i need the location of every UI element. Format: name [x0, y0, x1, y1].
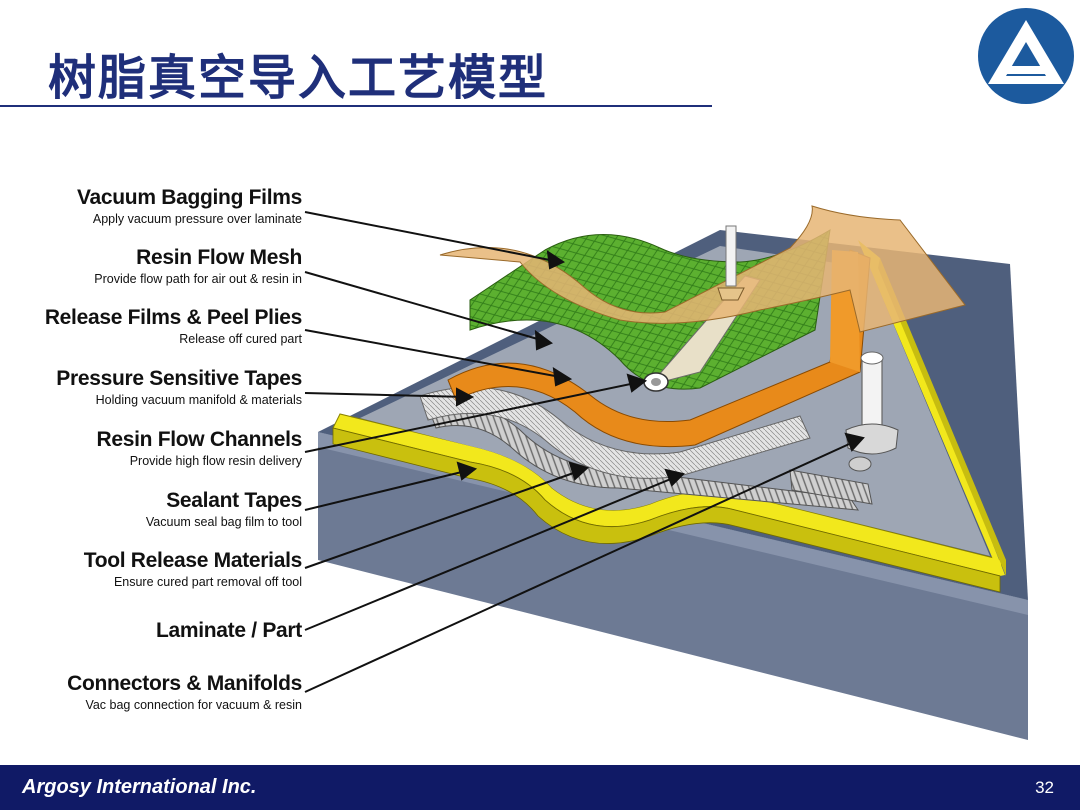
label-release-films: Release Films & Peel Plies Release off c…: [45, 306, 302, 346]
label-heading: Release Films & Peel Plies: [44, 306, 302, 329]
label-subtext: Provide high flow resin delivery: [129, 454, 302, 468]
label-resin-flow-mesh: Resin Flow Mesh Provide flow path for ai…: [94, 246, 302, 286]
label-vacuum-bagging-films: Vacuum Bagging Films Apply vacuum pressu…: [77, 186, 302, 226]
label-heading: Resin Flow Channels: [96, 428, 303, 451]
label-heading: Resin Flow Mesh: [136, 246, 302, 269]
label-heading: Sealant Tapes: [166, 489, 302, 512]
label-subtext: Holding vacuum manifold & materials: [95, 393, 302, 407]
label-sealant-tapes: Sealant Tapes Vacuum seal bag film to to…: [146, 489, 302, 529]
leader-lines: [304, 211, 865, 693]
laminate-layer: [419, 386, 811, 479]
label-heading: Connectors & Manifolds: [67, 672, 302, 695]
label-connectors-manifolds: Connectors & Manifolds Vac bag connectio…: [67, 672, 302, 712]
page-number: 32: [1035, 778, 1054, 797]
footer-bar: Argosy International Inc. 32: [0, 765, 1080, 810]
resin-inlet-connector: [717, 225, 745, 301]
label-subtext: Provide flow path for air out & resin in: [94, 272, 302, 286]
label-heading: Pressure Sensitive Tapes: [56, 367, 302, 390]
label-laminate-part: Laminate / Part: [156, 619, 302, 643]
label-subtext: Vac bag connection for vacuum & resin: [85, 698, 302, 712]
label-heading: Vacuum Bagging Films: [76, 186, 302, 209]
label-heading: Laminate / Part: [155, 619, 302, 642]
vacuum-outlet-connector: [845, 351, 899, 472]
title-rule: [0, 105, 712, 107]
vacuum-bagging-film: [439, 205, 966, 333]
label-heading: Tool Release Materials: [83, 549, 303, 572]
label-pressure-sensitive-tapes: Pressure Sensitive Tapes Holding vacuum …: [56, 367, 302, 407]
company-name: Argosy International Inc.: [22, 776, 257, 798]
page-title: 树脂真空导入工艺模型: [48, 50, 549, 106]
label-resin-flow-channels: Resin Flow Channels Provide high flow re…: [97, 428, 303, 468]
argosy-logo-icon: [978, 8, 1074, 104]
label-subtext: Ensure cured part removal off tool: [113, 575, 302, 589]
label-subtext: Release off cured part: [179, 332, 302, 346]
label-subtext: Apply vacuum pressure over laminate: [92, 212, 302, 226]
label-subtext: Vacuum seal bag film to tool: [145, 515, 302, 529]
label-tool-release-materials: Tool Release Materials Ensure cured part…: [83, 549, 303, 589]
